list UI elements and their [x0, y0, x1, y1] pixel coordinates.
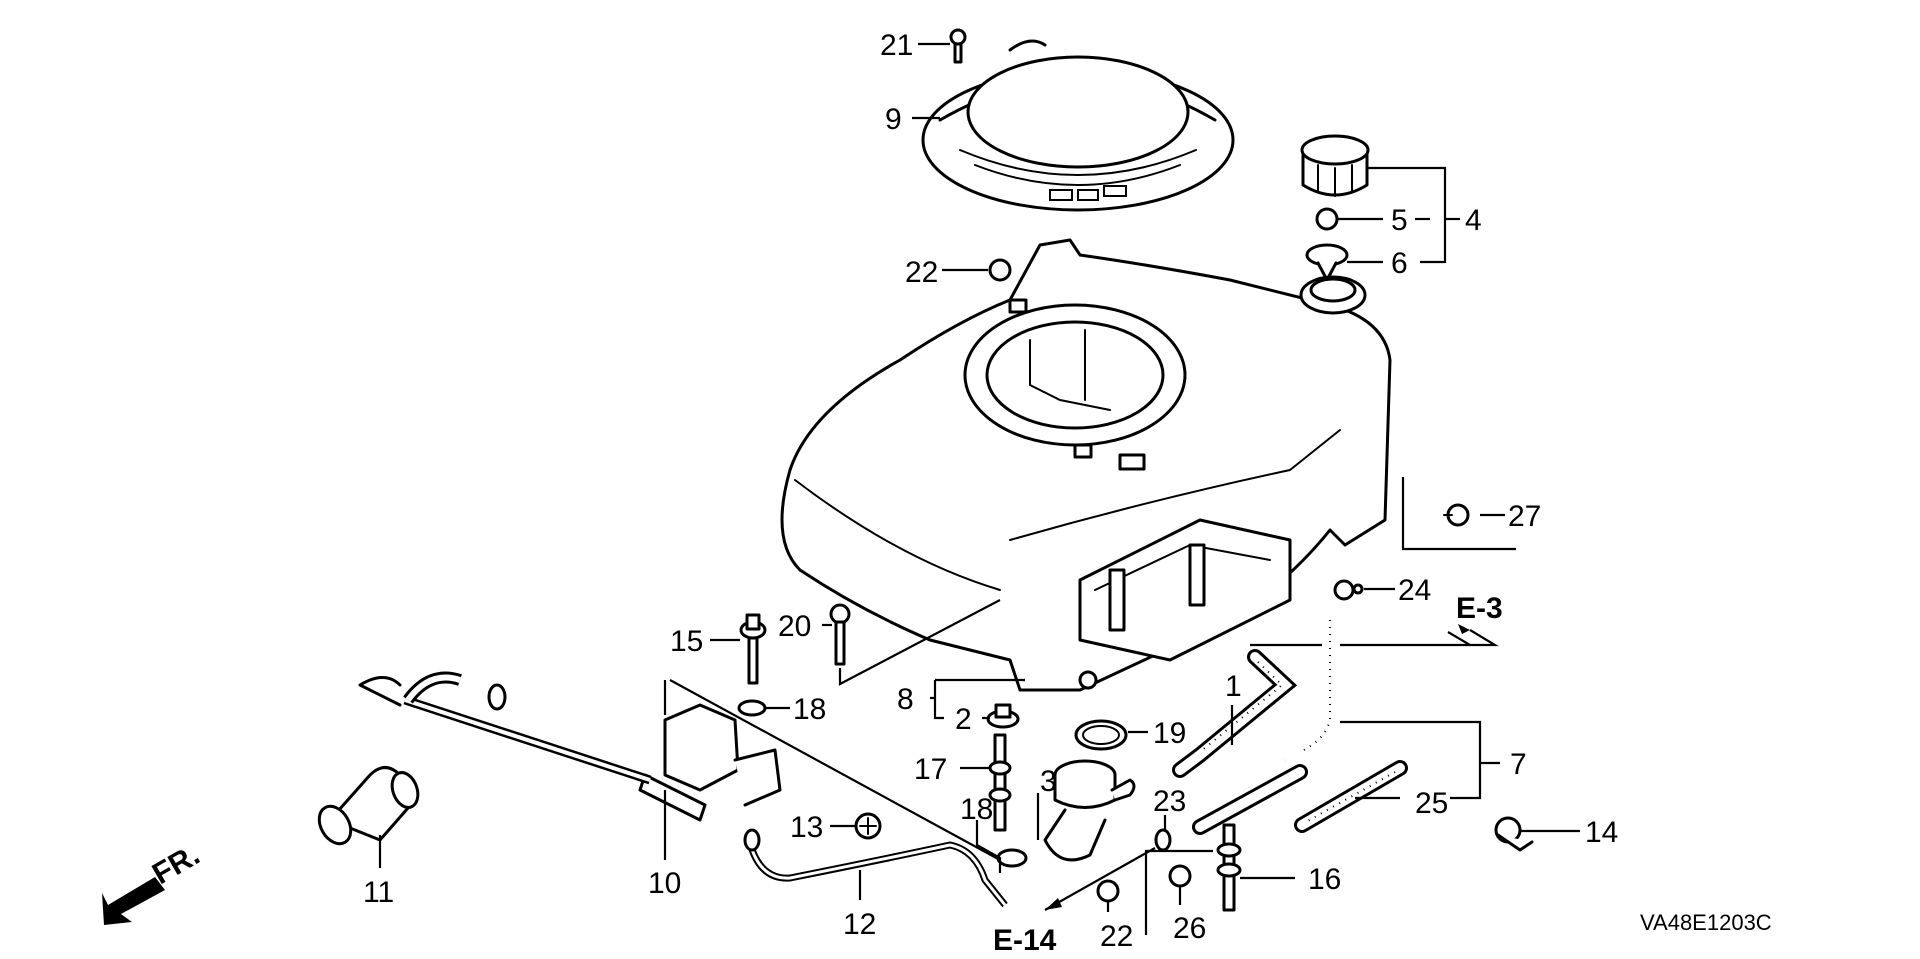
callout-9[interactable]: 9	[885, 103, 902, 136]
wire-clamp-13[interactable]	[854, 812, 882, 840]
callout-20[interactable]: 20	[778, 610, 811, 643]
leader-lines	[378, 42, 1580, 912]
callout-13[interactable]: 13	[790, 811, 823, 844]
callout-24[interactable]: 24	[1398, 574, 1431, 607]
fan-cover-fuel-tank[interactable]	[780, 238, 1392, 692]
callout-1[interactable]: 1	[1225, 670, 1242, 703]
stud-bolt-17[interactable]	[988, 733, 1012, 832]
leader-27-bracket	[1401, 477, 1516, 551]
reference-e3[interactable]: E-3	[1456, 592, 1503, 625]
callout-19[interactable]: 19	[1153, 717, 1186, 750]
recoil-starter-cover[interactable]	[921, 39, 1235, 212]
stop-switch-wire-12[interactable]	[743, 828, 1008, 908]
o-ring-19[interactable]	[1074, 719, 1128, 751]
flange-nut-22-top[interactable]	[988, 258, 1012, 282]
callout-5[interactable]: 5	[1391, 204, 1408, 237]
front-arrow-icon	[102, 877, 165, 925]
tube-clip-26[interactable]	[1168, 864, 1192, 888]
callout-10[interactable]: 10	[648, 867, 681, 900]
callout-2[interactable]: 2	[955, 703, 972, 736]
callout-25[interactable]: 25	[1415, 787, 1448, 820]
callout-6[interactable]: 6	[1391, 247, 1408, 280]
callout-23[interactable]: 23	[1153, 785, 1186, 818]
callout-18-right[interactable]: 18	[960, 793, 993, 826]
washer-18-right[interactable]	[996, 848, 1028, 868]
fuel-strainer-cup-3[interactable]	[1043, 759, 1136, 862]
tapping-screw-20[interactable]	[829, 603, 851, 666]
callout-12[interactable]: 12	[843, 908, 876, 941]
callout-15[interactable]: 15	[670, 625, 703, 658]
callout-22-top[interactable]: 22	[905, 256, 938, 289]
tube-clip-14[interactable]	[1494, 816, 1534, 852]
tube-25[interactable]	[1192, 760, 1408, 835]
screw-21[interactable]	[949, 28, 967, 64]
reference-e14[interactable]: E-14	[993, 924, 1057, 957]
callout-labels: 21 9 22 5 6 4 27 24 E-3 15 20 18 8 2 19 …	[363, 29, 1772, 957]
washer-18-left[interactable]	[737, 699, 767, 717]
callout-4[interactable]: 4	[1465, 204, 1482, 237]
callout-16[interactable]: 16	[1308, 863, 1341, 896]
spark-plug-cap-11[interactable]	[313, 766, 423, 850]
front-direction-marker: FR.	[102, 838, 205, 925]
callout-18-left[interactable]: 18	[793, 693, 826, 726]
breather-tube-7[interactable]	[1282, 612, 1335, 765]
callout-27[interactable]: 27	[1508, 500, 1541, 533]
tube-clip-24[interactable]	[1333, 579, 1364, 601]
callout-17[interactable]: 17	[914, 753, 947, 786]
tube-clip-23[interactable]	[1154, 828, 1172, 852]
flange-nut-22-bottom[interactable]	[1096, 879, 1120, 903]
tube-clip-27[interactable]	[1443, 503, 1470, 527]
ignition-coil-10[interactable]	[358, 671, 782, 822]
callout-22-bottom[interactable]: 22	[1100, 920, 1133, 953]
callout-11[interactable]: 11	[363, 876, 394, 909]
flange-bolt-15[interactable]	[739, 613, 767, 685]
filler-cap-assembly[interactable]	[1300, 134, 1370, 282]
callout-21[interactable]: 21	[880, 29, 913, 62]
fuel-tube-1[interactable]	[1172, 649, 1298, 778]
callout-26[interactable]: 26	[1173, 912, 1206, 945]
drawing-code: VA48E1203C	[1640, 910, 1772, 935]
grommet-2[interactable]	[986, 703, 1020, 729]
leader-16-26-bracket	[1144, 849, 1213, 935]
callout-14[interactable]: 14	[1585, 816, 1618, 849]
callout-7[interactable]: 7	[1510, 748, 1527, 781]
stud-bolt-16[interactable]	[1216, 823, 1242, 912]
callout-8[interactable]: 8	[897, 683, 914, 716]
callout-3[interactable]: 3	[1040, 765, 1057, 798]
